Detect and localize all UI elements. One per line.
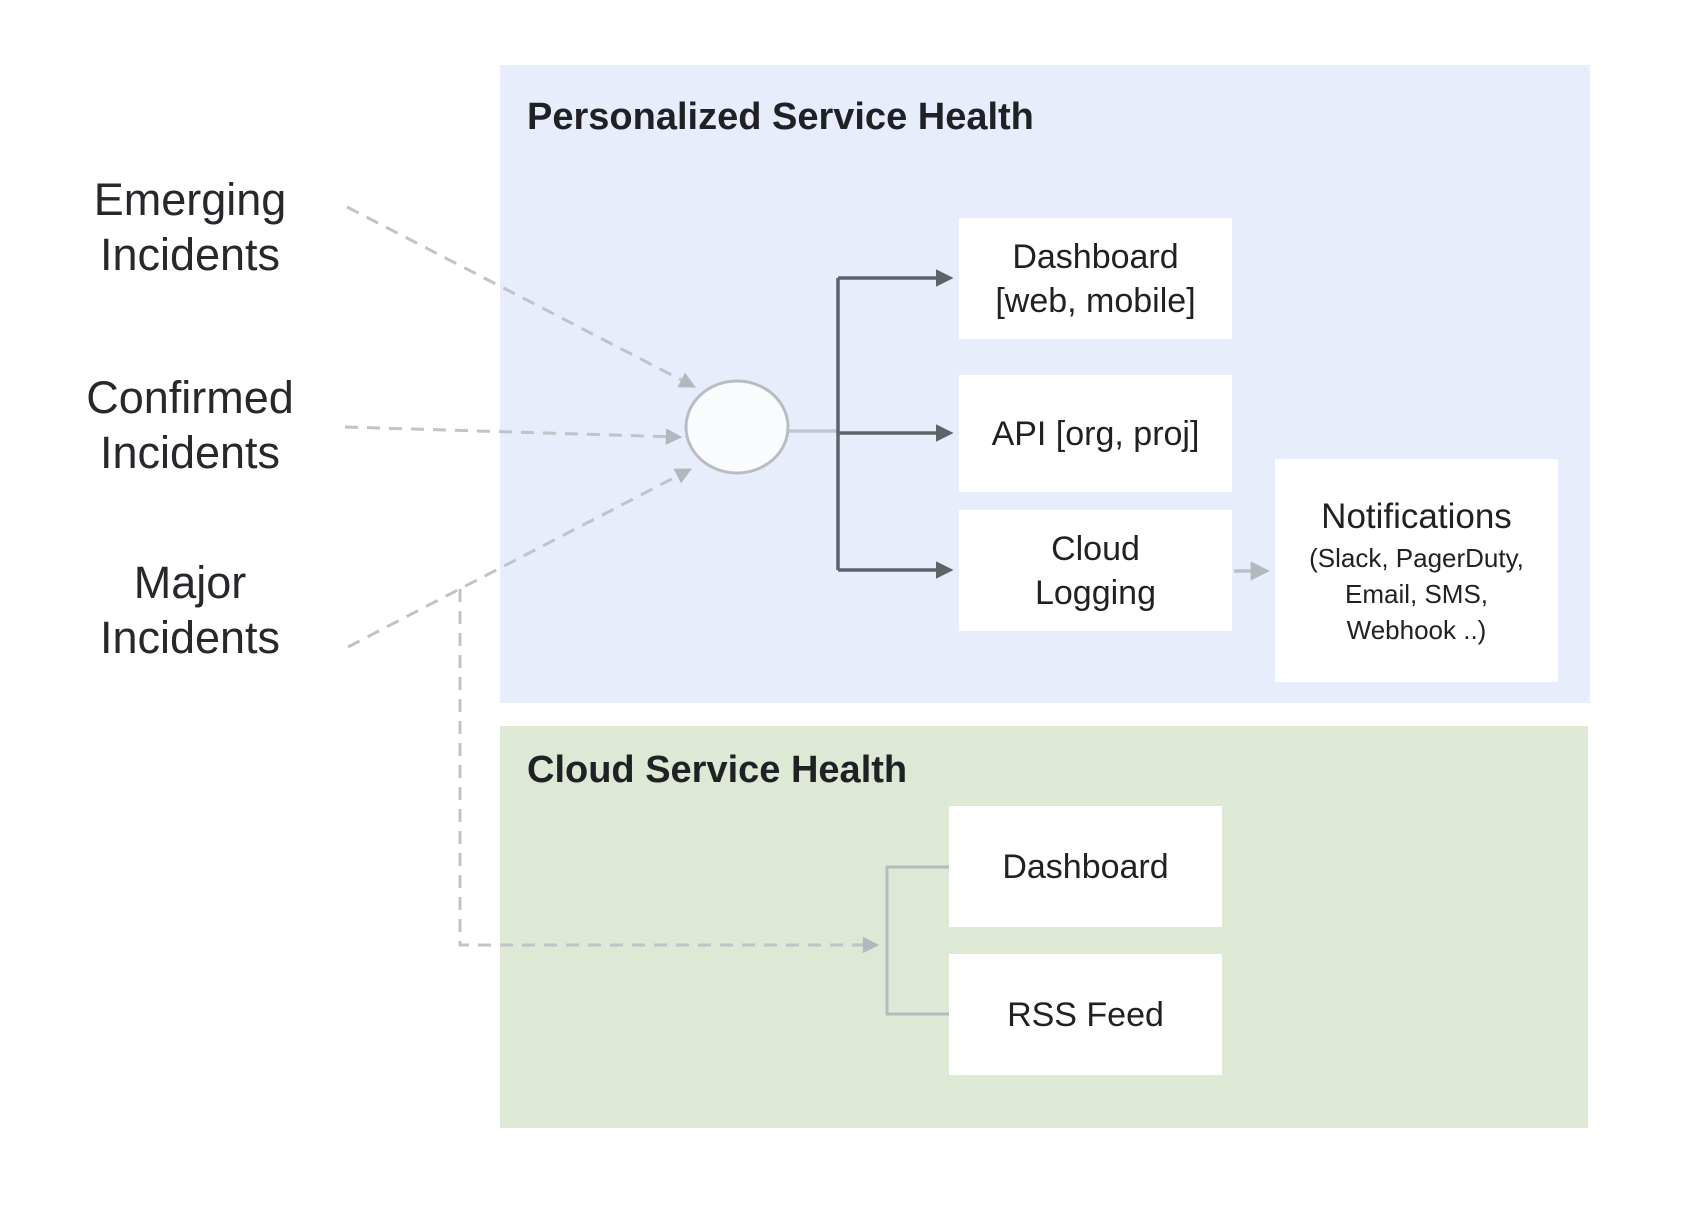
node-label: Dashboard [1012, 237, 1179, 276]
notifications-channels-line: Webhook ..) [1346, 614, 1487, 645]
node-label: [web, mobile] [995, 281, 1196, 320]
arrow-emerging-to-circle [346, 205, 696, 388]
cloud-panel-title: Cloud Service Health [527, 749, 908, 791]
node-label: Dashboard [1002, 847, 1169, 886]
label-emerging-incidents: Emerging Incidents [30, 172, 350, 282]
node-label: Cloud [1051, 529, 1140, 568]
notifications-channels-line: Email, SMS, [1344, 578, 1489, 609]
label-confirmed-incidents: Confirmed Incidents [30, 370, 350, 480]
node-dashboard-cloud: Dashboard [949, 806, 1222, 927]
node-cloud-logging: Cloud Logging [959, 510, 1232, 631]
label-line: Incidents [99, 229, 281, 280]
notifications-title: Notifications [1321, 496, 1512, 536]
label-line: Emerging [93, 174, 287, 225]
label-line: Major [133, 557, 247, 608]
node-rss-feed: RSS Feed [949, 954, 1222, 1075]
label-line: Incidents [99, 612, 281, 663]
node-label: API [org, proj] [991, 414, 1200, 453]
label-line: Confirmed [86, 372, 294, 423]
node-api: API [org, proj] [959, 375, 1232, 492]
personalized-panel-title: Personalized Service Health [527, 96, 1034, 138]
bracket-dashboard-rss [885, 865, 949, 1016]
node-label: RSS Feed [1007, 995, 1164, 1034]
label-major-incidents: Major Incidents [30, 555, 350, 665]
fan-out-circle-node [684, 379, 790, 475]
notifications-channels-line: (Slack, PagerDuty, [1309, 542, 1524, 573]
node-notifications: Notifications (Slack, PagerDuty, Email, … [1275, 459, 1558, 682]
node-label: Logging [1034, 573, 1156, 612]
arrow-major-to-circle [347, 468, 692, 649]
arrow-confirmed-to-circle [344, 425, 683, 445]
label-line: Incidents [99, 427, 281, 478]
node-dashboard-web-mobile: Dashboard [web, mobile] [959, 218, 1232, 339]
arrow-major-to-cloud-service-health [458, 589, 880, 954]
